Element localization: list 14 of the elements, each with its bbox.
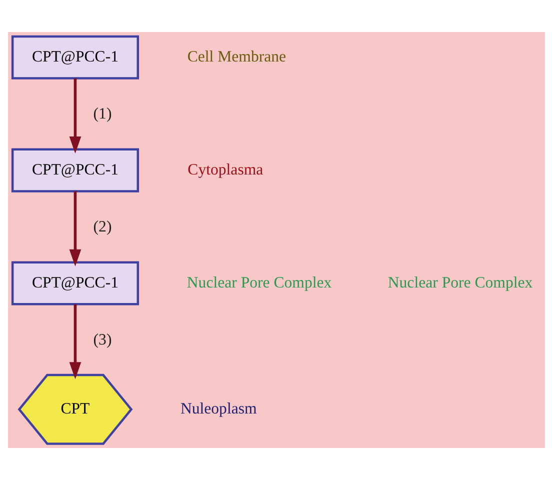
edge-label: (2) <box>93 218 112 236</box>
arrow <box>69 304 82 379</box>
arrow <box>69 190 82 266</box>
node-box: CPT@PCC-1 <box>11 148 140 192</box>
edge-label: (1) <box>93 105 112 122</box>
edge-label: (3) <box>93 330 112 348</box>
node-box: CPT@PCC-1 <box>11 260 140 305</box>
node-box: CPT@PCC-1 <box>11 34 140 79</box>
arrow <box>69 78 82 153</box>
label: Nuclear Pore Complex <box>388 274 533 291</box>
label: Cell Membrane <box>187 48 286 66</box>
label: Nuleoplasm <box>180 400 257 418</box>
label: Cytoplasma <box>188 161 264 178</box>
label: Nuclear Pore Complex <box>186 274 332 291</box>
